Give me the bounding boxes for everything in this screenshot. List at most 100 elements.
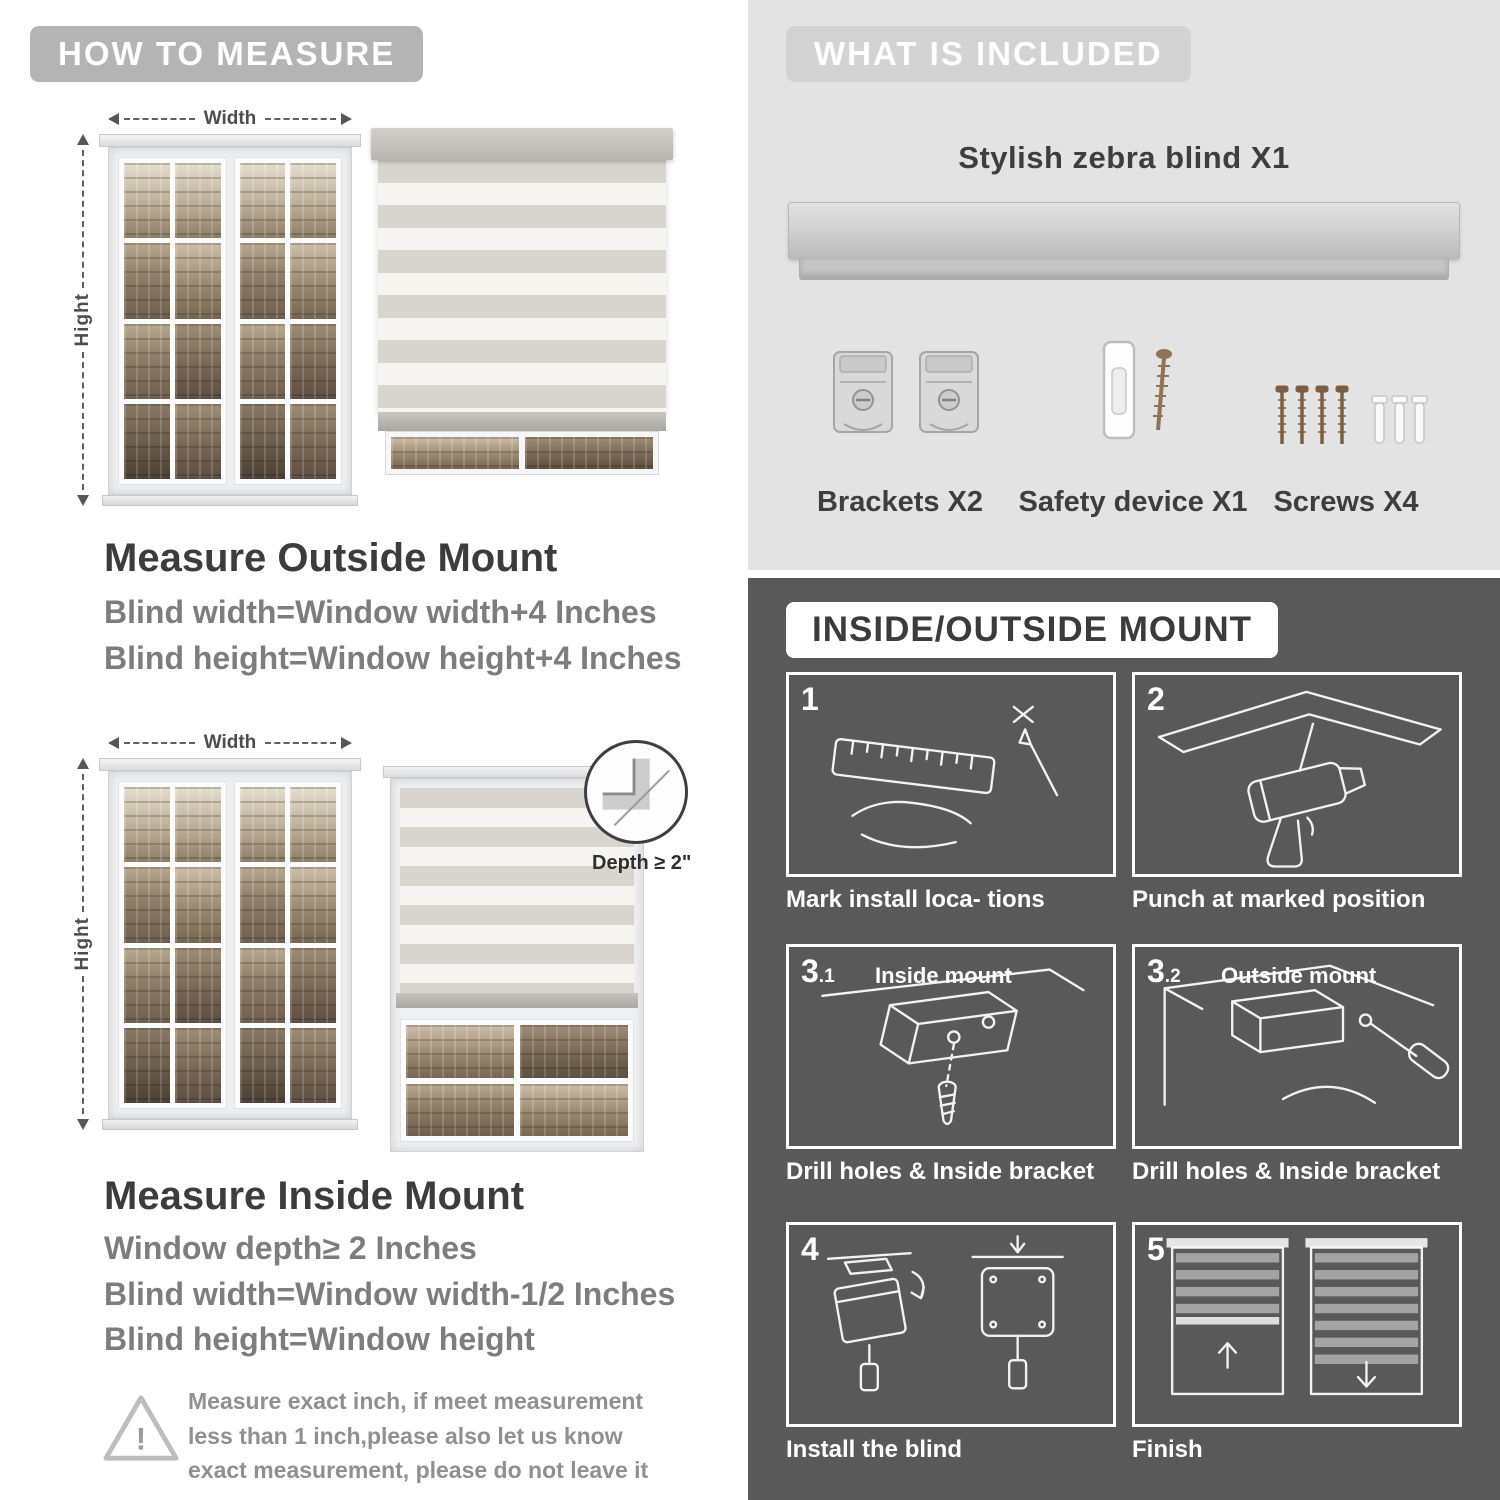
window-pane — [174, 163, 221, 239]
window-pane — [525, 437, 653, 469]
window-behind-blind — [385, 431, 659, 475]
step-5-panel: 5 — [1132, 1222, 1462, 1427]
window-frame — [108, 147, 352, 495]
screws-icon — [1268, 384, 1428, 455]
step5-finish-illustration — [1166, 1238, 1428, 1396]
depth-callout-circle — [584, 740, 688, 844]
window-top-frame — [99, 134, 361, 147]
warning-text: Measure exact inch, if meet measurement … — [188, 1388, 649, 1483]
step-3-1-caption: Drill holes & Inside bracket — [786, 1158, 1095, 1185]
window-pane — [174, 867, 221, 943]
blind-zebra-stripes — [378, 160, 666, 412]
outside-mount-title: Measure Outside Mount — [104, 536, 558, 580]
window-pane — [124, 403, 170, 479]
window-pane — [124, 243, 170, 319]
warning-triangle-icon: ! — [100, 1390, 182, 1471]
window-pane — [239, 163, 286, 239]
window-corner-zoom-icon — [602, 758, 671, 827]
window-sill — [102, 495, 358, 506]
window-illustration-inside — [99, 758, 361, 1130]
step-2-panel: 2 — [1132, 672, 1462, 877]
step-number: 2 — [1147, 681, 1165, 717]
window-pane — [124, 947, 170, 1023]
safety-device-icon — [1078, 338, 1198, 449]
arrow-down-icon — [77, 1119, 89, 1131]
width-label: Width — [203, 108, 257, 129]
step-1-panel: 1 — [786, 672, 1116, 877]
what-is-included-panel: WHAT IS INCLUDED Stylish zebra blind X1 — [748, 0, 1500, 570]
width-measure-arrow: Width — [108, 732, 352, 754]
window-pane — [239, 243, 286, 319]
step-2-caption: Punch at marked position — [1132, 886, 1426, 913]
window-sash — [118, 157, 227, 485]
window-pane — [124, 787, 170, 863]
step2-drill-illustration — [1157, 690, 1442, 868]
window-lower-panes — [400, 1019, 634, 1142]
window-pane — [290, 1027, 336, 1103]
height-measure-arrow: Hight — [72, 758, 94, 1131]
height-label: Hight — [72, 293, 93, 347]
window-pane — [174, 243, 221, 319]
step-number: 3.2 — [1147, 953, 1181, 989]
step3-2-bracket-illustration — [1163, 964, 1450, 1106]
window-sash — [233, 781, 342, 1109]
step-number: 1 — [801, 681, 819, 717]
outside-mount-line-2: Blind height=Window height+4 Inches — [104, 640, 682, 676]
window-sill — [102, 1119, 358, 1130]
step-3-2-panel: 3.2 Outside mount — [1132, 944, 1462, 1149]
width-measure-arrow: Width — [108, 108, 352, 130]
window-pane — [290, 867, 336, 943]
window-pane — [520, 1083, 628, 1136]
window-illustration-outside — [99, 134, 361, 506]
window-pane — [124, 867, 170, 943]
step-3-1-panel: 3.1 Inside mount — [786, 944, 1116, 1149]
window-pane — [290, 787, 336, 863]
how-to-measure-header: HOW TO MEASURE — [30, 26, 424, 82]
arrow-up-icon — [77, 758, 89, 769]
arrow-right-icon — [341, 113, 352, 125]
inside-mount-line-2: Blind width=Window width-1/2 Inches — [104, 1276, 676, 1312]
window-pane — [239, 323, 286, 399]
arrow-left-icon — [108, 113, 119, 125]
window-sash — [118, 781, 227, 1109]
window-pane — [406, 1025, 514, 1078]
window-pane — [290, 243, 336, 319]
window-pane — [290, 947, 336, 1023]
window-pane — [124, 1027, 170, 1103]
width-label: Width — [203, 732, 257, 753]
window-pane — [174, 787, 221, 863]
window-pane — [290, 163, 336, 239]
window-pane — [239, 403, 286, 479]
step1-mark-illustration — [831, 705, 1059, 849]
window-pane — [239, 867, 286, 943]
what-is-included-header: WHAT IS INCLUDED — [786, 26, 1191, 82]
inside-mount-line-1: Window depth≥ 2 Inches — [104, 1230, 477, 1266]
svg-text:!: ! — [136, 1421, 146, 1456]
blind-item-label: Stylish zebra blind X1 — [958, 140, 1290, 175]
zebra-blind-illustration — [371, 128, 673, 475]
depth-label: Depth ≥ 2" — [592, 852, 692, 874]
window-pane — [239, 947, 286, 1023]
window-pane — [174, 403, 221, 479]
height-label: Hight — [72, 917, 93, 971]
window-pane — [290, 323, 336, 399]
step-number: 4 — [801, 1231, 819, 1267]
inside-mount-title: Measure Inside Mount — [104, 1174, 525, 1218]
arrow-down-icon — [77, 495, 89, 507]
brackets-icon — [830, 344, 982, 449]
step3-1-bracket-illustration — [821, 968, 1085, 1126]
window-pane — [174, 1027, 221, 1103]
inside-mount-tag: Inside mount — [875, 963, 1012, 988]
step4-install-illustration — [826, 1235, 1064, 1392]
window-pane — [174, 947, 221, 1023]
mount-instructions-panel: INSIDE/OUTSIDE MOUNT 1 — [748, 578, 1500, 1500]
inside-mount-line-3: Blind height=Window height — [104, 1321, 535, 1357]
window-top-frame — [99, 758, 361, 771]
step-1-caption: Mark install loca- tions — [786, 886, 1045, 913]
step-5-caption: Finish — [1132, 1436, 1203, 1463]
step-number: 3.1 — [801, 953, 835, 989]
brackets-label: Brackets X2 — [816, 486, 984, 518]
outside-mount-line-1: Blind width=Window width+4 Inches — [104, 594, 657, 630]
window-pane — [290, 403, 336, 479]
